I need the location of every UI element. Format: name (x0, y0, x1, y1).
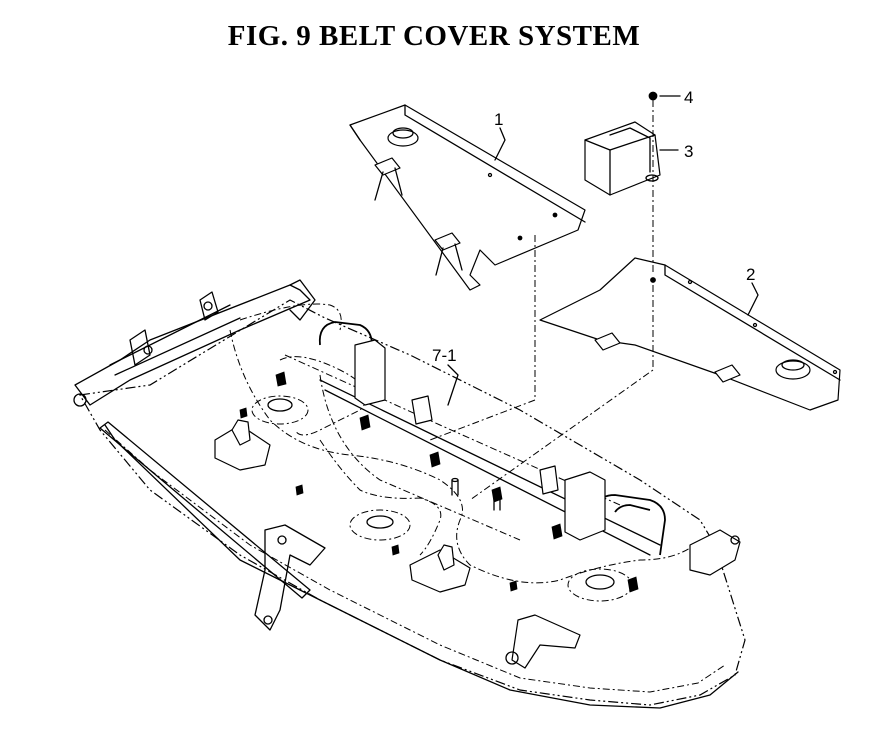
callout-leaders (447, 95, 759, 406)
callout-3: 3 (684, 142, 693, 161)
callout-4: 4 (684, 88, 693, 107)
mower-deck (73, 279, 746, 709)
callout-1: 1 (494, 110, 503, 129)
assembly-lines (429, 100, 654, 501)
callout-7-1: 7-1 (432, 346, 457, 365)
belt-cover-left (349, 104, 586, 291)
callout-2: 2 (746, 265, 755, 284)
belt-cover-right (539, 257, 841, 411)
nut (648, 91, 658, 101)
page-title: FIG. 9 BELT COVER SYSTEM (227, 20, 641, 52)
cover-bracket (584, 121, 661, 196)
callout-labels: 1 2 3 4 7-1 (432, 88, 755, 365)
